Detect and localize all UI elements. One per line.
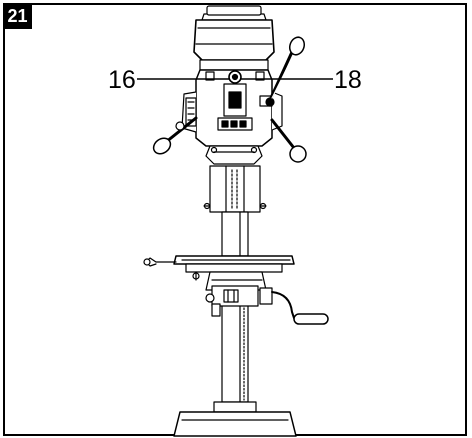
base [173,401,297,437]
column [221,211,249,403]
drill-head [181,69,283,165]
figure-number-badge: 21 [3,3,32,29]
callout-16: 16 [107,66,137,94]
callout-18: 18 [333,66,363,94]
work-table [143,255,295,291]
chuck-guard [203,165,267,213]
feed-handles [152,36,307,163]
table-crank [205,285,329,325]
motor-cover [193,5,275,71]
